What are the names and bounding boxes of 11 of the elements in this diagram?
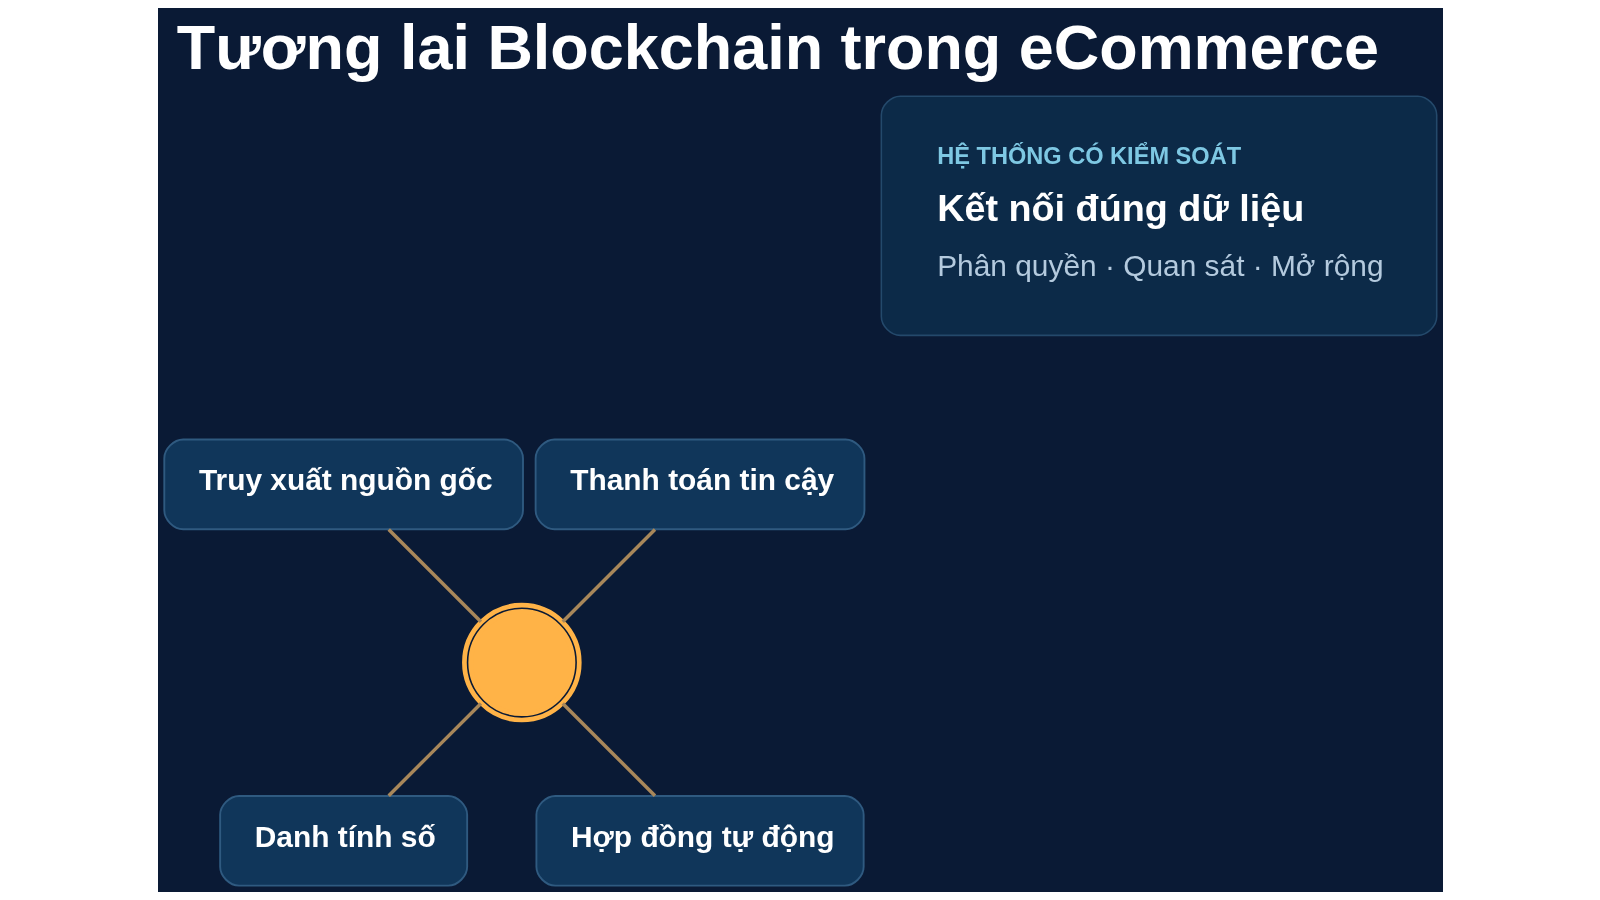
node-box: Truy xuất nguồn gốc — [162, 438, 524, 531]
node-circle — [461, 602, 582, 723]
node-box: HỆ THỐNG CÓ KIỂM SOÁT Kết nối đúng dữ liệu Phân quyền · Quan sát · Mở rộng — [880, 95, 1437, 337]
connector — [561, 702, 656, 797]
node-box: Hợp đồng tự động — [534, 795, 865, 887]
node-box: Thanh toán tin cậy — [534, 438, 865, 531]
connector — [387, 528, 482, 623]
node-box: Danh tính số — [218, 795, 468, 887]
connector — [387, 702, 482, 797]
connector — [561, 528, 656, 623]
diagram-title: Tương lai Blockchain trong eCommerce — [176, 12, 1379, 83]
